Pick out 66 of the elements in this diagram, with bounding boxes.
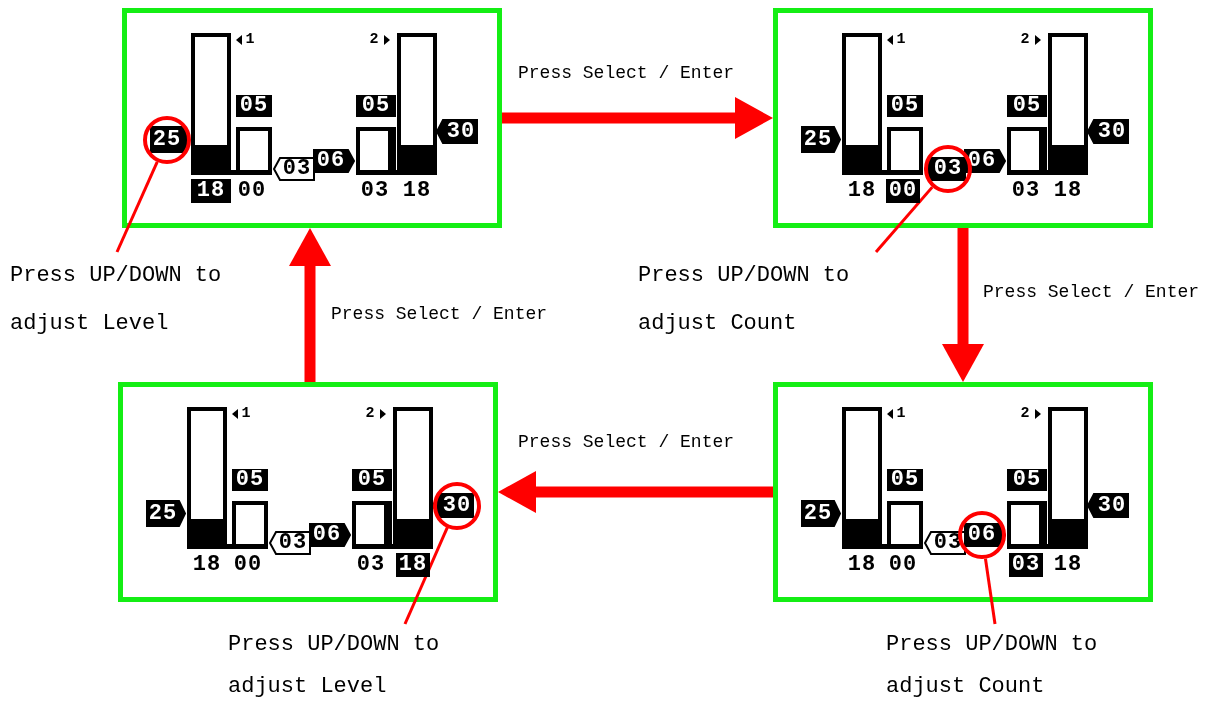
screen-value: 25: [151, 128, 183, 152]
lcd-screen-panel: [773, 382, 1153, 602]
screen-value: 30: [442, 494, 472, 517]
instruction-text: Press UP/DOWN to adjust Level: [228, 624, 468, 708]
channel-number: 1: [244, 31, 256, 49]
screen-value: 30: [1097, 494, 1127, 517]
screen-value: 05: [356, 469, 388, 491]
screen-value: 03: [933, 532, 963, 554]
instruction-text: Press UP/DOWN to adjust Count: [886, 624, 1126, 708]
screen-value: 18: [401, 179, 433, 203]
screen-value: 05: [234, 469, 266, 491]
screen-value: 06: [316, 150, 346, 172]
flow-arrow: [942, 228, 984, 382]
screen-value: 03: [1010, 179, 1042, 203]
screen-value: 03: [355, 553, 387, 577]
screen-value: 18: [191, 179, 231, 203]
lcd-screen-panel: [773, 8, 1153, 228]
screen-value: 03: [1009, 553, 1043, 577]
screen-value: 25: [802, 502, 834, 526]
screen-value: 25: [802, 128, 834, 152]
channel-number: 1: [240, 405, 252, 423]
highlight-circle: [143, 116, 191, 164]
screen-value: 00: [886, 179, 920, 203]
screen-value: 06: [967, 524, 997, 546]
screen-value: 30: [446, 120, 476, 143]
channel-number: 2: [1019, 405, 1031, 423]
screen-value: 05: [889, 95, 921, 117]
screen-value: 05: [1011, 469, 1043, 491]
screen-value: 03: [933, 158, 963, 180]
channel-number: 1: [895, 31, 907, 49]
leader-line: [115, 161, 159, 253]
channel-number: 2: [364, 405, 376, 423]
flow-arrow: [502, 97, 773, 139]
flow-arrow: [498, 471, 773, 513]
channel-number: 2: [1019, 31, 1031, 49]
screen-value: 06: [967, 150, 997, 172]
screen-value: 30: [1097, 120, 1127, 143]
screen-value: 18: [1052, 179, 1084, 203]
screen-value: 05: [889, 469, 921, 491]
screen-value: 18: [1052, 553, 1084, 577]
screen-value: 18: [846, 179, 878, 203]
instruction-text: Press UP/DOWN to adjust Count: [638, 252, 878, 348]
leader-line: [874, 186, 934, 253]
screen-value: 18: [846, 553, 878, 577]
screen-value: 05: [238, 95, 270, 117]
highlight-circle: [433, 481, 481, 530]
channel-number: 2: [368, 31, 380, 49]
screen-value: 06: [312, 524, 342, 546]
screen-value: 00: [232, 553, 264, 577]
screen-value: 18: [396, 553, 430, 577]
flow-arrow: [289, 228, 331, 382]
channel-number: 1: [895, 405, 907, 423]
screen-value: 25: [147, 502, 179, 526]
screen-value: 00: [236, 179, 268, 203]
instruction-text: Press UP/DOWN to adjust Level: [10, 252, 250, 348]
screen-value: 05: [360, 95, 392, 117]
lcd-screen-panel: [118, 382, 498, 602]
screen-value: 18: [191, 553, 223, 577]
lcd-screen-panel: [122, 8, 502, 228]
screen-value: 03: [278, 532, 308, 554]
screen-value: 03: [282, 158, 312, 180]
screen-value: 03: [359, 179, 391, 203]
screen-value: 00: [887, 553, 919, 577]
leader-line: [403, 526, 449, 625]
highlight-circle: [958, 511, 1006, 559]
screen-value: 05: [1011, 95, 1043, 117]
